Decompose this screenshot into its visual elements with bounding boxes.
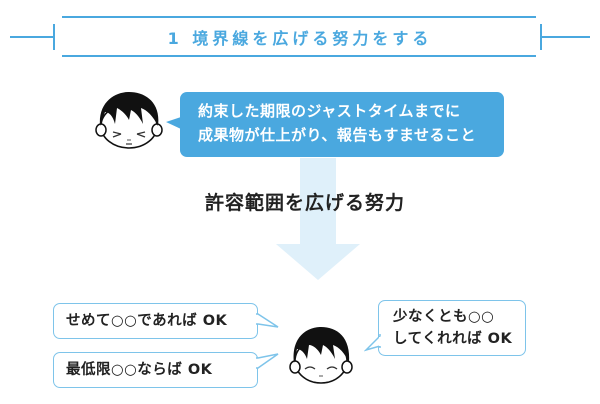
bubble-1-text: せめて○○であれば OK: [66, 313, 228, 329]
bubble-3-tail: [364, 334, 382, 352]
down-arrow-shaft: [300, 158, 336, 252]
bubble-2-text: 最低限○○ならば OK: [66, 362, 213, 378]
header-top-rule: [62, 16, 466, 18]
bubble-line-2: 成果物が仕上がり、報告もすませること: [198, 126, 476, 144]
down-arrow-icon: [276, 244, 360, 280]
face-smiling-icon: [289, 327, 353, 384]
header-right-bracket: [540, 24, 542, 50]
section-title: 1 境界線を広げる努力をする: [167, 29, 433, 48]
speech-bubble-3: 少なくとも○○ してくれれば OK: [378, 300, 526, 356]
header-left-bracket: [53, 24, 55, 50]
bubble-3-line-1: 少なくとも○○: [393, 309, 495, 325]
header-top-rule-right: [466, 16, 536, 18]
speech-bubble-2: 最低限○○ならば OK: [53, 352, 258, 388]
face-frowning-icon: [95, 92, 163, 149]
header-bottom-rule-right: [466, 55, 536, 57]
middle-label: 許容範囲を広げる努力: [204, 192, 405, 214]
bubble-tail: [166, 117, 181, 129]
header-right-stub: [542, 36, 590, 38]
bubble-2-tail: [256, 353, 279, 369]
bubble-line-1: 約束した期限のジャストタイムまでに: [198, 102, 461, 120]
bubble-3-line-2: してくれれば OK: [393, 331, 513, 347]
speech-bubble-1: せめて○○であれば OK: [53, 303, 258, 339]
header-left-stub: [10, 36, 54, 38]
deadline-speech-bubble: 約束した期限のジャストタイムまでに 成果物が仕上がり、報告もすませること: [180, 92, 504, 157]
bubble-1-tail: [256, 313, 279, 328]
header-bottom-rule: [62, 55, 466, 57]
